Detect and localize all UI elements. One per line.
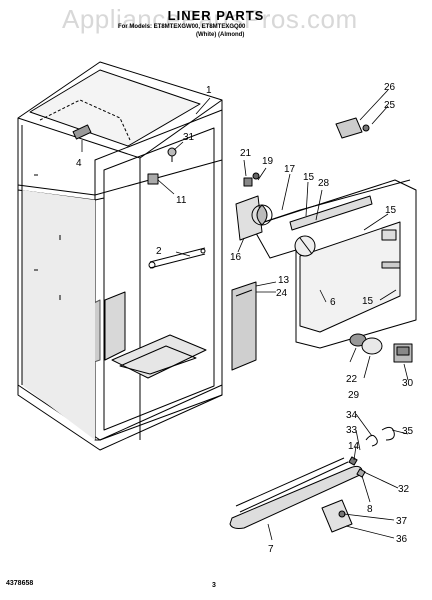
callout-32: 32 <box>398 484 410 495</box>
shelf-rail <box>148 247 206 269</box>
callout-25: 25 <box>384 100 396 111</box>
diagram-title: LINER PARTS <box>167 8 265 23</box>
callout-29: 29 <box>348 390 360 401</box>
fan-assembly <box>235 172 373 257</box>
callout-15-b: 15 <box>385 205 397 216</box>
callout-16: 16 <box>230 252 242 263</box>
callout-21: 21 <box>240 148 252 159</box>
callout-8: 8 <box>367 504 373 515</box>
callout-33: 33 <box>346 425 358 436</box>
callout-14: 14 <box>348 441 360 452</box>
screw-25 <box>362 124 370 132</box>
heater-clips <box>348 426 395 478</box>
callout-36: 36 <box>396 534 408 545</box>
duct-13 <box>231 281 257 371</box>
color-line: (White) (Almond) <box>196 32 245 38</box>
callout-24: 24 <box>276 288 288 299</box>
leader-lines <box>81 89 409 541</box>
callout-1: 1 <box>206 85 212 96</box>
callout-17: 17 <box>284 164 296 175</box>
callout-34: 34 <box>346 410 358 421</box>
callout-22: 22 <box>346 374 358 385</box>
watermark: AppliancePartsPros.com <box>62 4 358 34</box>
callout-35: 35 <box>402 426 414 437</box>
callout-2: 2 <box>156 246 162 257</box>
callout-19: 19 <box>262 156 274 167</box>
callout-labels: 1 2 4 6 7 8 11 13 14 15 15 15 16 17 19 2… <box>76 82 414 555</box>
callout-4: 4 <box>76 158 82 169</box>
part-4-bracket <box>72 124 92 140</box>
page-number: 3 <box>212 582 216 589</box>
back-plate-26 <box>335 117 363 139</box>
callout-37: 37 <box>396 516 408 527</box>
callout-30: 30 <box>402 378 414 389</box>
callout-15-c: 15 <box>362 296 374 307</box>
liner-cabinet <box>17 61 223 451</box>
heater-bracket-36 <box>321 499 353 533</box>
callout-13: 13 <box>278 275 290 286</box>
document-part-number: 4378658 <box>6 580 34 587</box>
callout-6: 6 <box>330 297 336 308</box>
callout-31: 31 <box>183 132 195 143</box>
callout-15-a: 15 <box>303 172 315 183</box>
bulb-29 <box>361 337 383 355</box>
light-shield-30 <box>393 343 413 363</box>
models-line: For Models: ET8MTEXGW00, ET8MTEXGQ00 <box>118 24 246 30</box>
callout-28: 28 <box>318 178 330 189</box>
cam-11 <box>147 173 159 185</box>
callout-7: 7 <box>268 544 274 555</box>
callout-11: 11 <box>176 195 187 206</box>
callout-26: 26 <box>384 82 396 93</box>
